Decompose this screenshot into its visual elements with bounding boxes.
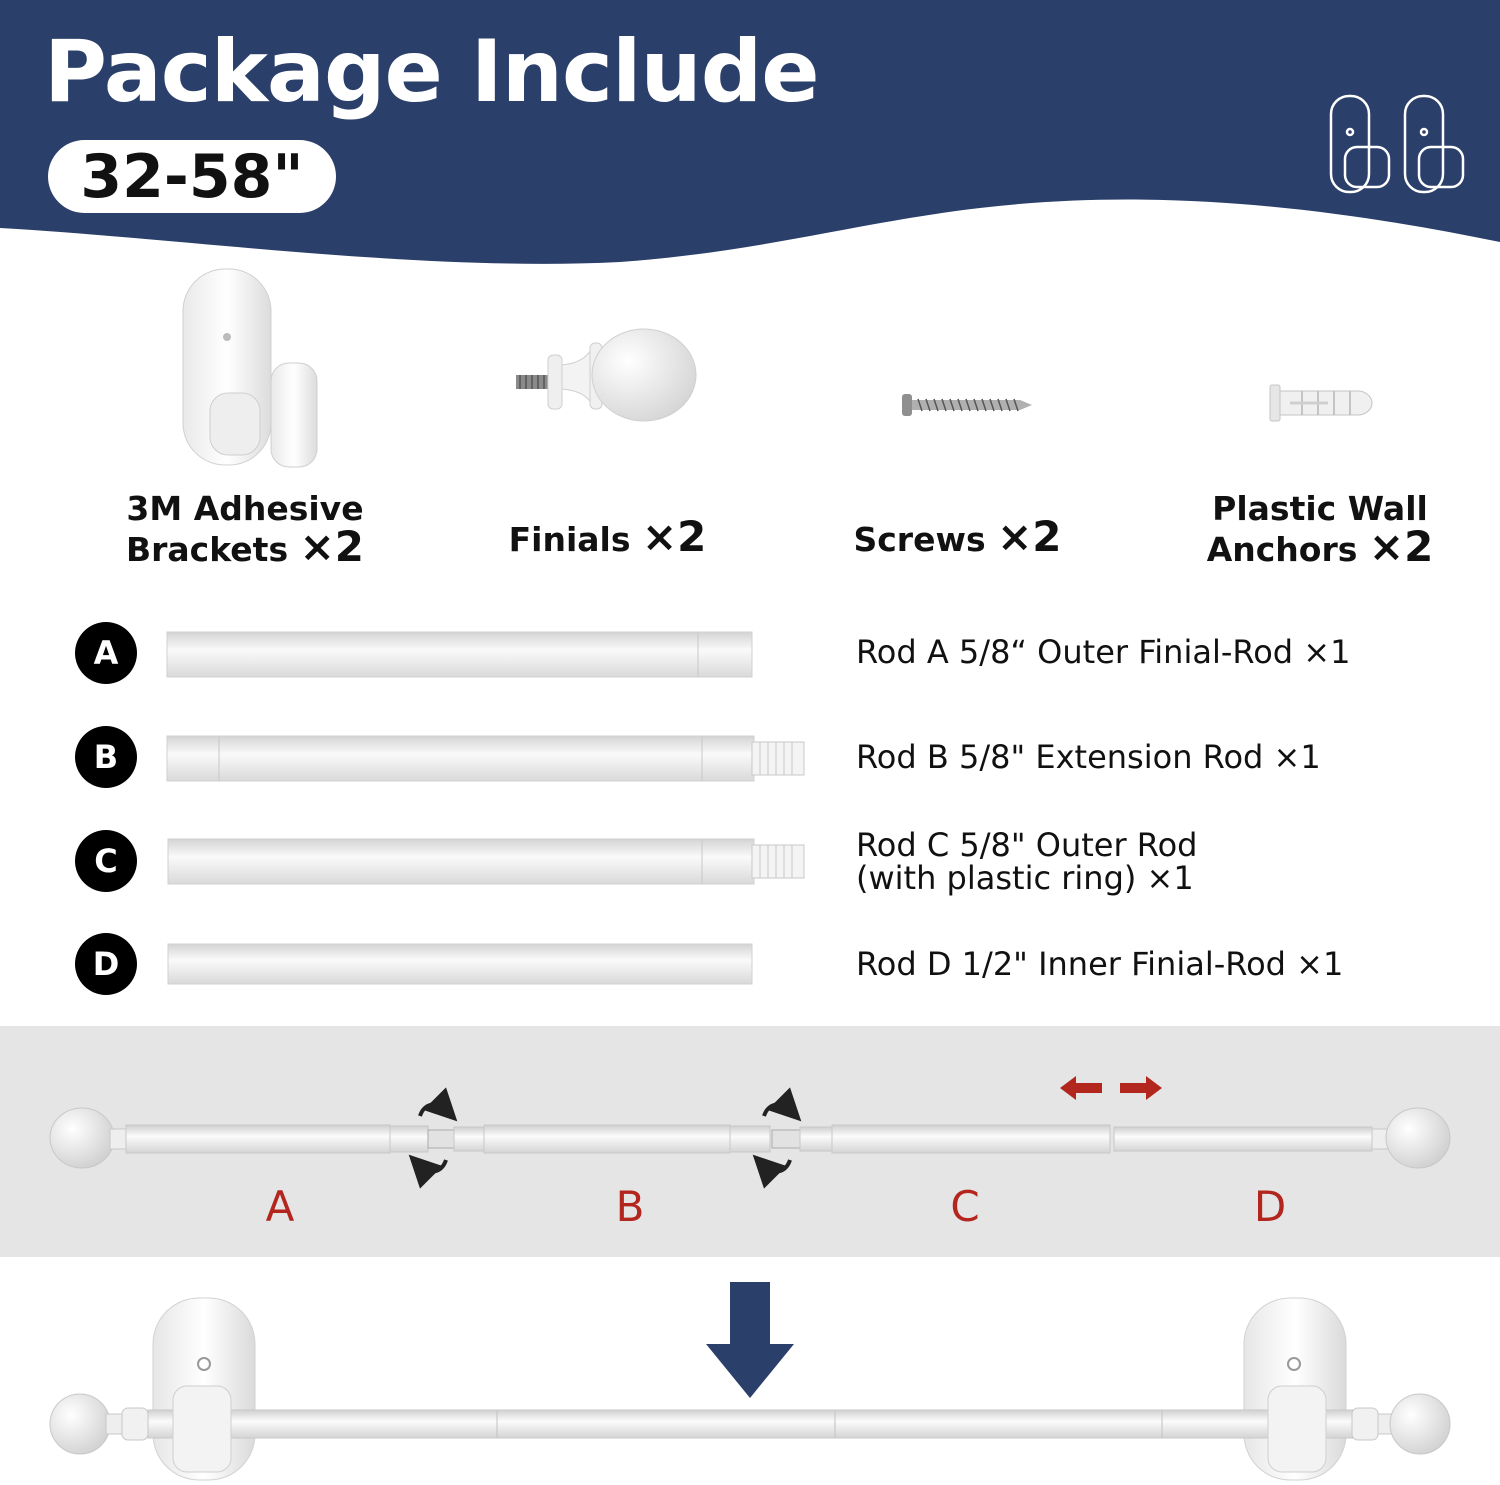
assembly-label-b: B	[615, 1182, 645, 1231]
rod-c-description-line1: Rod C 5/8" Outer Rod	[856, 826, 1198, 864]
rod-illustrations	[166, 631, 805, 985]
bracket-outline-icon	[1329, 94, 1465, 194]
rod-badge-c: C	[75, 830, 137, 892]
part-name: Finials	[508, 520, 631, 559]
adhesive-bracket-icon	[182, 268, 318, 468]
part-name-line2: Anchors	[1206, 530, 1358, 569]
wall-anchor-icon	[1269, 384, 1373, 422]
part-qty: ×2	[997, 512, 1062, 561]
size-badge: 32-58"	[48, 140, 336, 213]
rod-badge-d: D	[75, 933, 137, 995]
rod-a-description: Rod A 5/8“ Outer Finial-Rod ×1	[856, 633, 1351, 671]
assembly-rod-exploded	[49, 1076, 1451, 1189]
rod-badge-b: B	[75, 726, 137, 788]
part-qty: ×2	[641, 512, 707, 561]
rod-b-image	[166, 735, 805, 782]
part-label-finials: Finials ×2	[460, 516, 755, 559]
part-name-line2: Brackets	[125, 530, 289, 569]
part-label-brackets: 3M Adhesive Brackets ×2	[90, 490, 400, 569]
rod-d-description: Rod D 1/2" Inner Finial-Rod ×1	[856, 945, 1344, 983]
rod-d-image	[167, 943, 753, 985]
part-name-line1: Plastic Wall	[1212, 489, 1428, 528]
down-arrow-icon	[706, 1282, 794, 1398]
part-qty: ×2	[1368, 522, 1434, 571]
assembly-label-a: A	[265, 1182, 295, 1231]
part-qty: ×2	[299, 522, 365, 571]
slide-arrow-icon	[1060, 1076, 1162, 1100]
screw-icon	[902, 394, 1032, 416]
rod-c-description-line2: (with plastic ring) ×1	[856, 859, 1194, 897]
part-name: Screws	[853, 520, 986, 559]
page-title: Package Include	[44, 22, 820, 122]
rod-c-image	[167, 838, 805, 885]
assembly-label-d: D	[1253, 1182, 1287, 1231]
rod-b-description: Rod B 5/8" Extension Rod ×1	[856, 738, 1321, 776]
rotate-arrow-icon	[408, 1087, 802, 1189]
rod-badge-a: A	[75, 622, 137, 684]
part-name-line1: 3M Adhesive	[126, 489, 364, 528]
part-label-screws: Screws ×2	[810, 516, 1105, 559]
rod-a-image	[166, 631, 753, 678]
finial-icon	[516, 328, 697, 422]
assembly-label-c: C	[950, 1182, 980, 1231]
header-banner	[0, 0, 1500, 264]
assembled-rod-illustration	[49, 1297, 1451, 1481]
part-label-anchors: Plastic Wall Anchors ×2	[1170, 490, 1470, 569]
rod-c-description: Rod C 5/8" Outer Rod (with plastic ring)…	[856, 829, 1197, 895]
